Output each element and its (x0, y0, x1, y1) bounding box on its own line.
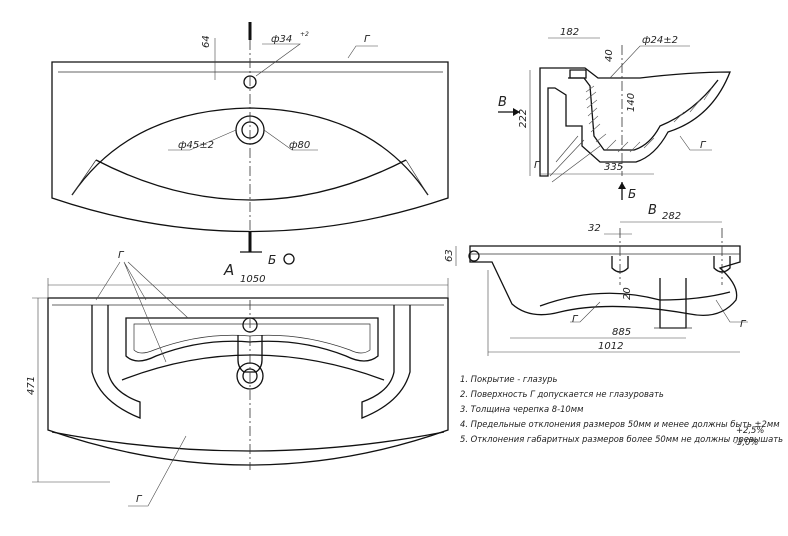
g-leader-view-v-left (570, 301, 601, 323)
dim-1012-text: 1012 (598, 341, 623, 352)
dim-24-leader (609, 45, 690, 79)
dim-222-text: 222 (518, 109, 529, 128)
g-leaders-side (549, 135, 601, 183)
dim-1050-text: 1050 (240, 274, 265, 285)
dim-34-text: ф34 (271, 34, 292, 45)
g-label-front-bottom: Г (136, 494, 143, 505)
view-v-label: В (498, 95, 507, 110)
view-v-hook (468, 250, 480, 262)
dim-34-leader (255, 43, 301, 77)
g-label-view-v-left: Г (572, 314, 579, 325)
front-view-outline (47, 297, 449, 466)
top-view: 64 ф34 +2 ф45±2 ф80 Г А Б (51, 22, 449, 279)
g-leader-side-right (679, 135, 712, 151)
top-view-bowl-left-edge (71, 159, 97, 196)
dim-1050-ext (47, 278, 449, 298)
g-leaders-front (95, 261, 189, 363)
dim-64-text: 64 (201, 35, 212, 48)
dim-45-leader (168, 129, 237, 151)
dim-471-text: 471 (26, 376, 37, 395)
g-label-side-right: Г (700, 140, 707, 151)
dim-182-text: 182 (560, 27, 579, 38)
g-label-top: Г (364, 34, 371, 45)
dim-34-tol: +2 (300, 31, 309, 38)
view-v-drain-pipe (659, 278, 687, 329)
dim-45-text: ф45±2 (178, 140, 214, 151)
note-2: 2. Поверхность Г допускается не глазуров… (460, 389, 664, 399)
view-b-circle-symbol (283, 253, 295, 265)
tolerance-plus: +2,5% (736, 425, 764, 435)
g-leader-view-v-right (715, 299, 748, 323)
dim-63-text: 63 (444, 249, 455, 262)
dim-24-text: ф24±2 (642, 35, 678, 46)
view-v-outline (469, 245, 741, 317)
dim-140-text: 140 (626, 93, 637, 112)
note-5: 5. Отклонения габаритных размеров более … (460, 434, 783, 444)
section-label-a: А (223, 261, 234, 279)
view-b-label: Б (628, 187, 636, 201)
top-view-outline (51, 61, 449, 233)
top-view-bowl-lower (95, 159, 407, 201)
view-b-arrowhead (618, 182, 626, 189)
g-leader-front-bottom (128, 435, 187, 507)
g-label-side-left: Г (534, 160, 541, 171)
dim-20-text: 20 (622, 287, 633, 300)
side-faucet-block (569, 69, 587, 79)
front-view-front-lip (51, 431, 445, 452)
view-v: 32 282 63 20 885 1012 Г Г В (444, 203, 748, 356)
dim-32-text: 32 (588, 223, 601, 234)
view-v-bowl-bottom (539, 291, 731, 307)
dim-335-text: 335 (604, 162, 623, 173)
view-v-title: В (648, 203, 657, 218)
front-right-column (361, 305, 411, 419)
dim-885-text: 885 (612, 327, 631, 338)
side-outer-profile (539, 67, 731, 177)
front-view: 1050 471 Г Г (26, 250, 449, 507)
front-bowl-inner (133, 323, 371, 354)
front-bowl-curve (121, 354, 385, 381)
g-label-front-top: Г (118, 250, 125, 261)
g-label-view-v-right: Г (740, 319, 747, 330)
side-section: 182 40 ф24±2 140 222 335 В Б Г Г (498, 27, 731, 201)
tolerance-minus: -3,0% (734, 437, 758, 447)
section-label-b: Б (268, 253, 276, 267)
dim-471-ext (32, 297, 110, 483)
note-4: 4. Предельные отклонения размеров 50мм и… (460, 419, 780, 429)
dim-80-leader (263, 129, 318, 151)
note-1: 1. Покрытие - глазурь (460, 374, 557, 384)
g-leader-top (347, 45, 378, 59)
front-left-column (91, 305, 141, 419)
note-3: 3. Толщина черепка 8-10мм (460, 404, 583, 414)
dim-282-text: 282 (662, 211, 681, 222)
dim-80-text: ф80 (289, 140, 310, 151)
top-view-bowl-right-edge (405, 159, 429, 196)
dim-40-text: 40 (604, 49, 615, 62)
notes-block: 1. Покрытие - глазурь 2. Поверхность Г д… (460, 374, 783, 447)
view-v-arrowhead (513, 108, 520, 116)
side-hatch (585, 85, 713, 153)
